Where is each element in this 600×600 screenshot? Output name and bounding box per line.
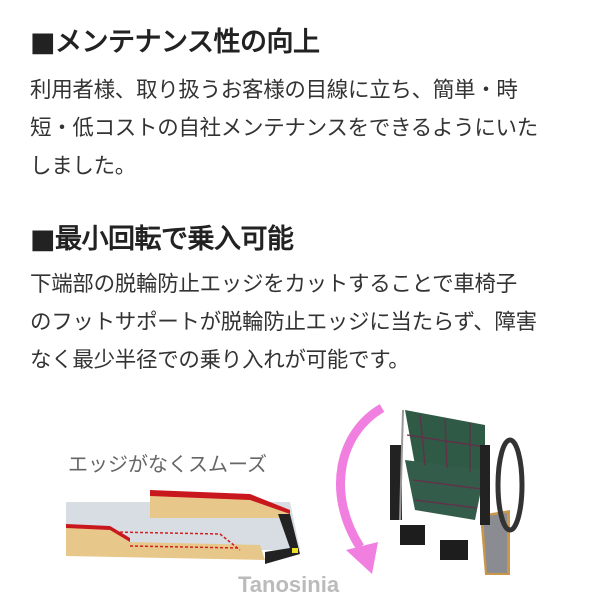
body-line: 利用者様、取り扱うお客様の目線に立ち、簡単・時	[30, 78, 518, 103]
illustration-caption: エッジがなくスムーズ	[68, 452, 267, 476]
body-line: 短・低コストの自社メンテナンスをできるようにいた	[30, 116, 538, 141]
section-heading-maintenance: ■メンテナンス性の向上	[30, 27, 320, 58]
body-line: しました。	[30, 154, 137, 179]
body-line: なく最少半径での乗り入れが可能です。	[30, 348, 410, 373]
ramp-illustration	[66, 490, 300, 564]
wheelchair-photo	[390, 409, 525, 575]
rotation-arrow-icon	[336, 404, 385, 574]
body-line: 下端部の脱輪防止エッジをカットすることで車椅子	[30, 272, 517, 297]
section-body-turning: 下端部の脱輪防止エッジをカットすることで車椅子 のフットサポートが脱輪防止エッジ…	[30, 266, 590, 380]
section-heading-turning: ■最小回転で乗入可能	[30, 224, 294, 255]
section-body-maintenance: 利用者様、取り扱うお客様の目線に立ち、簡単・時 短・低コストの自社メンテナンスを…	[30, 72, 590, 186]
watermark: Tanosinia	[238, 572, 340, 597]
body-line: のフットサポートが脱輪防止エッジに当たらず、障害	[30, 310, 537, 335]
